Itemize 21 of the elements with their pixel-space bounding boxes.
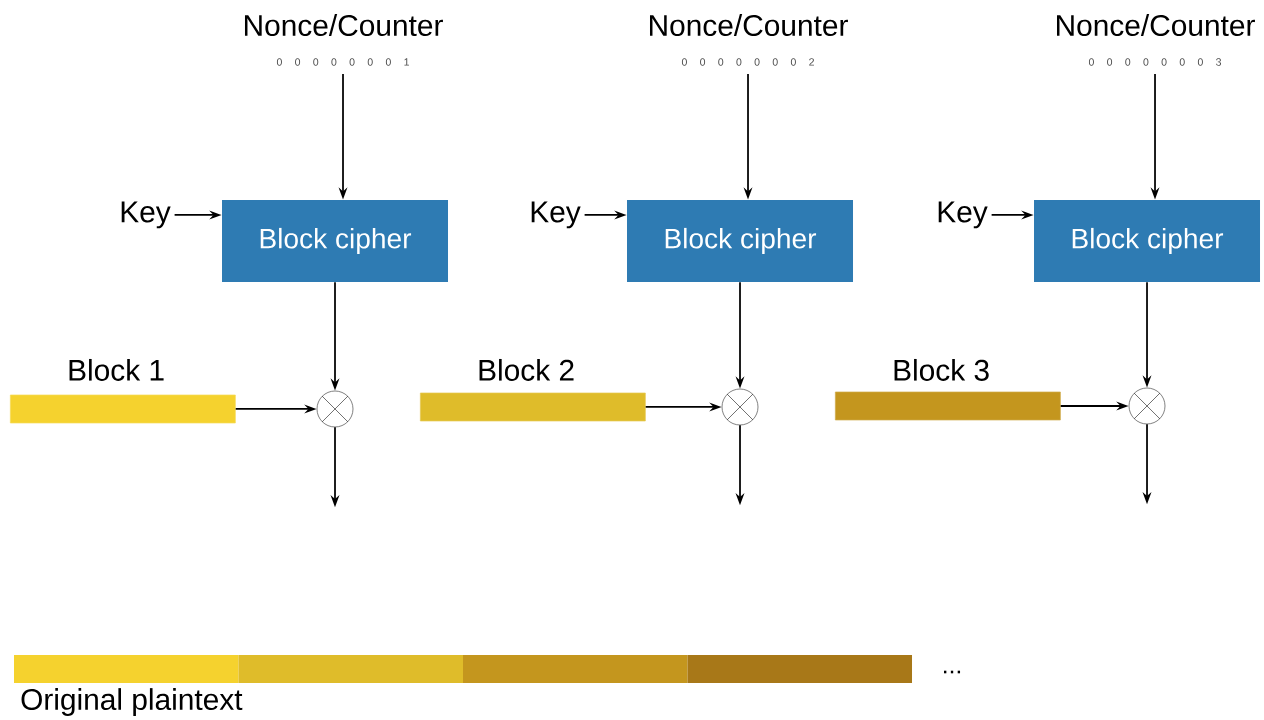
node-label: Block 3 xyxy=(894,358,989,381)
node-label: Block 1 xyxy=(69,358,164,381)
ellipsis: ... xyxy=(944,670,961,674)
plaintext-block: Block 2 xyxy=(420,358,646,422)
plaintext-bar: Original plaintext xyxy=(14,655,912,716)
xor-symbol xyxy=(1128,387,1166,425)
counter-label: Nonce/Counter 0 0 0 0 0 0 0 3 xyxy=(1057,14,1255,66)
xor-symbol xyxy=(721,388,759,426)
key-label: Key xyxy=(531,201,581,229)
block-cipher-box: Block cipher xyxy=(627,200,853,282)
plaintext-block: Block 3 xyxy=(835,358,1061,421)
key-label: Key xyxy=(938,201,988,229)
counter-label: Nonce/Counter 0 0 0 0 0 0 0 1 xyxy=(245,14,443,66)
xor-symbol xyxy=(316,390,354,428)
plaintext-block: Block 1 xyxy=(10,358,236,424)
block-cipher-box: Block cipher xyxy=(222,200,448,282)
node-label: Block 2 xyxy=(479,358,574,381)
block-cipher-box: Block cipher xyxy=(1034,200,1260,282)
key-label: Key xyxy=(121,201,171,229)
counter-label: Nonce/Counter 0 0 0 0 0 0 0 2 xyxy=(650,14,848,66)
node-label: Original plaintext xyxy=(21,688,243,716)
